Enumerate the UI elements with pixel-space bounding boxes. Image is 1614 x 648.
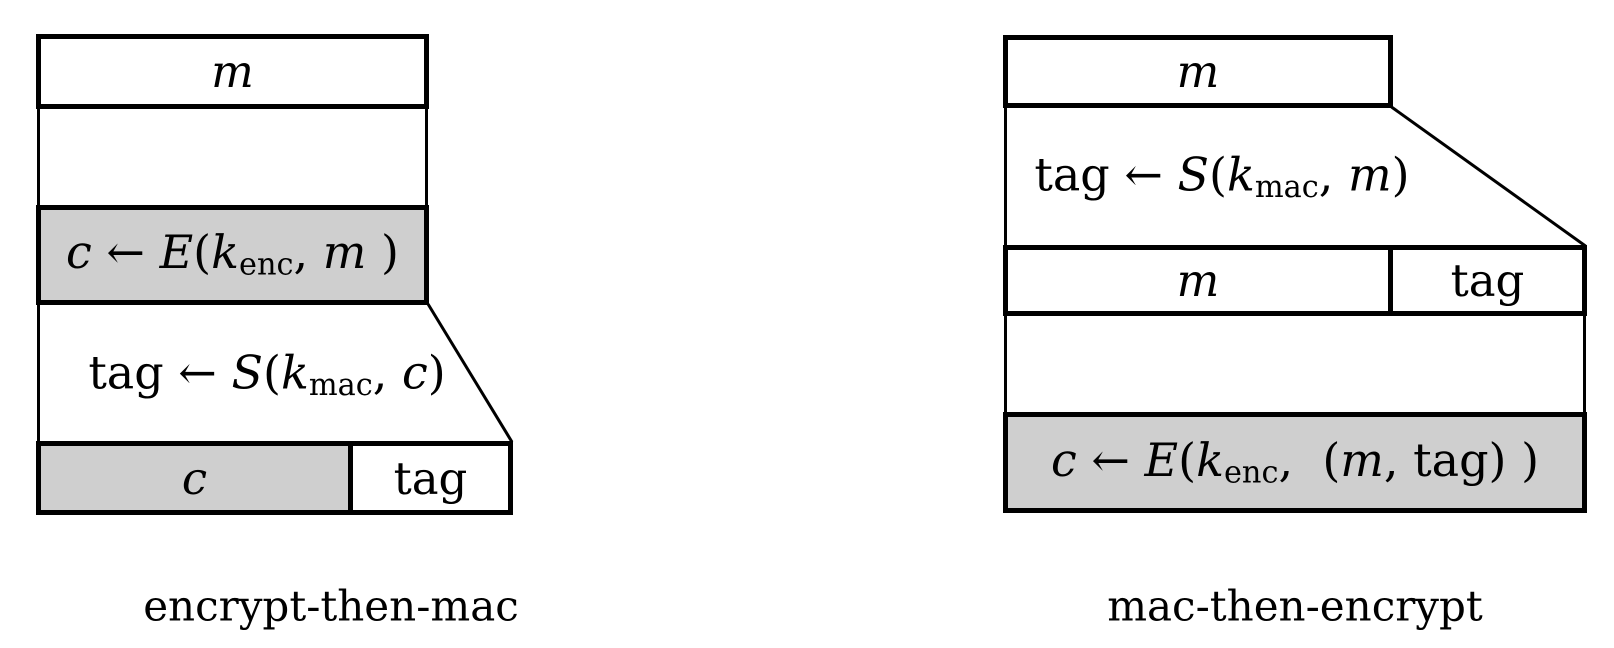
mte-encrypt-box: c ← E(kenc, (m, tag) ) — [1003, 412, 1587, 513]
mte-caption: mac-then-encrypt — [1107, 581, 1483, 631]
mte-encrypt-formula: c ← E(kenc, (m, tag) ) — [1050, 432, 1540, 491]
etm-encrypt-box: c ← E(kenc, m ) — [36, 205, 429, 305]
mte-concat-message-box: m — [1008, 250, 1393, 311]
mte-concat-message-label: m — [1176, 254, 1220, 307]
mte-concat-tag-box: tag — [1393, 250, 1582, 311]
etm-output-row: c tag — [36, 441, 513, 515]
mte-concat-row: m tag — [1003, 245, 1587, 316]
etm-message-label: m — [211, 45, 254, 98]
etm-output-cipher-label: c — [181, 451, 208, 505]
etm-output-tag-label: tag — [393, 451, 468, 505]
mte-message-label: m — [1176, 45, 1220, 98]
etm-encrypt-formula: c ← E(kenc, m ) — [66, 225, 399, 284]
mte-message-box: m — [1003, 35, 1393, 108]
etm-mac-formula: tag ← S(kmac, c) — [88, 345, 446, 404]
etm-output-cipher-box: c — [41, 446, 353, 510]
mte-concat-tag-label: tag — [1450, 254, 1525, 307]
mte-mac-formula: tag ← S(kmac, m) — [1034, 147, 1410, 206]
etm-message-box: m — [36, 34, 429, 109]
etm-output-tag-box: tag — [353, 446, 508, 510]
etm-caption: encrypt-then-mac — [143, 581, 519, 631]
